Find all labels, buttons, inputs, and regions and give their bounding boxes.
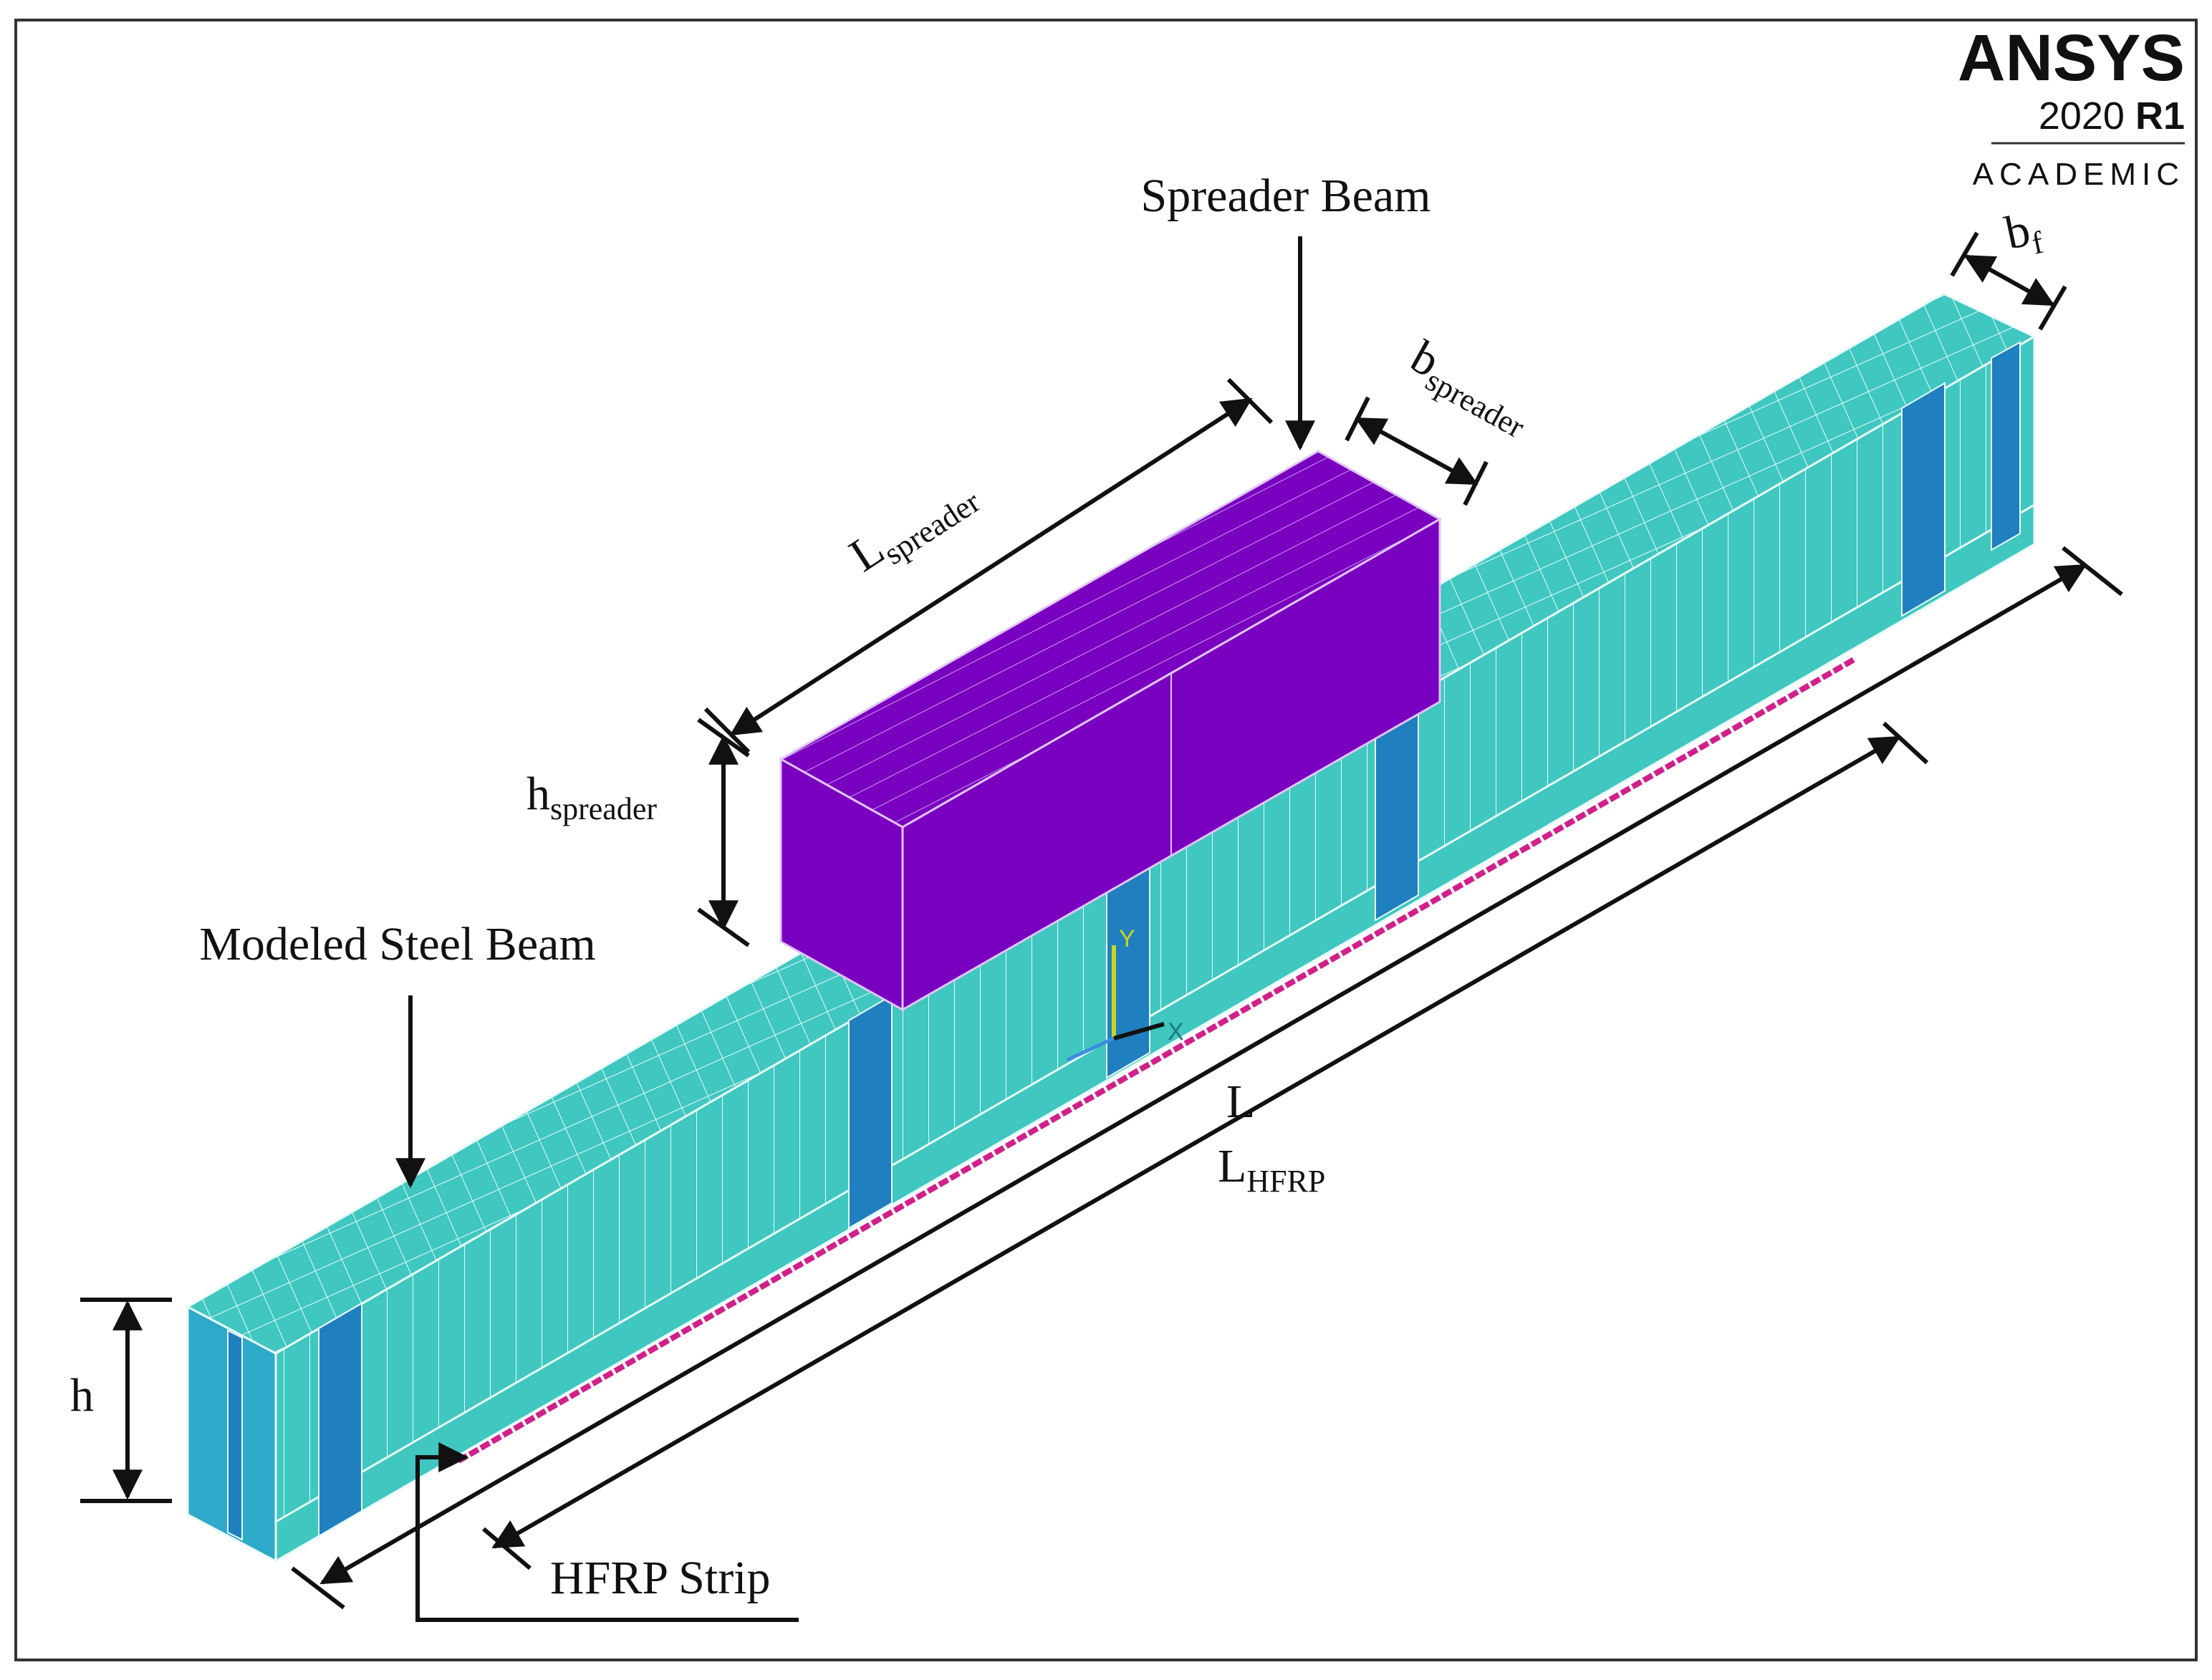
label-bf: bf	[2001, 201, 2047, 266]
dim-l-hfrp-line	[491, 735, 1901, 1549]
dim-bf-line	[1963, 254, 2055, 306]
stiffener-6	[1991, 341, 2021, 551]
label-l: L	[1226, 1076, 1255, 1128]
hfrp-strip-arrow	[415, 1442, 799, 1622]
callouts	[395, 236, 1315, 1622]
dim-l-tick-right	[2062, 546, 2123, 597]
figure-frame	[14, 19, 2198, 1661]
ansys-logo: ANSYS 2020 R1 ACADEMIC	[1958, 21, 2185, 192]
label-hfrp-strip: HFRP Strip	[550, 1552, 771, 1604]
ansys-logo-name: ANSYS	[1958, 21, 2185, 95]
label-spreader-beam: Spreader Beam	[1141, 170, 1431, 222]
steel-beam-end-web	[227, 1329, 243, 1541]
label-l-spreader: Lspreader	[840, 464, 986, 587]
dim-bf-tick-right	[2038, 285, 2067, 331]
triad-y-label: Y	[1119, 925, 1135, 952]
label-modeled-steel-beam: Modeled Steel Beam	[199, 918, 596, 970]
dim-l-hfrp-tick-right	[1882, 721, 1929, 765]
label-h: h	[70, 1369, 94, 1421]
ansys-logo-release: R1	[2135, 95, 2185, 137]
dim-b-spreader-line	[1355, 417, 1478, 486]
dimension-lines	[80, 231, 2123, 1610]
dim-l-hfrp-tick-left	[482, 1527, 532, 1570]
ansys-logo-edition: ACADEMIC	[1973, 157, 2185, 192]
dim-b-spreader-tick-right	[1463, 460, 1489, 506]
dim-l-spreader-tick-right	[1226, 377, 1274, 425]
svg-text:2020 R1: 2020 R1	[2039, 95, 2185, 137]
dim-b-spreader-tick-left	[1345, 396, 1370, 442]
dim-bf-tick-left	[1950, 231, 1979, 277]
stiffener-2	[848, 994, 893, 1230]
label-b-spreader: bspreader	[1399, 330, 1542, 445]
triad-x-label: X	[1168, 1018, 1184, 1046]
label-h-spreader: hspreader	[526, 768, 657, 826]
stiffener-1	[318, 1302, 362, 1537]
label-l-hfrp: LHFRP	[1218, 1140, 1325, 1199]
stiffener-5	[1901, 382, 1946, 617]
ansys-logo-year: 2020	[2039, 95, 2125, 137]
dim-l-tick-left	[291, 1566, 345, 1610]
